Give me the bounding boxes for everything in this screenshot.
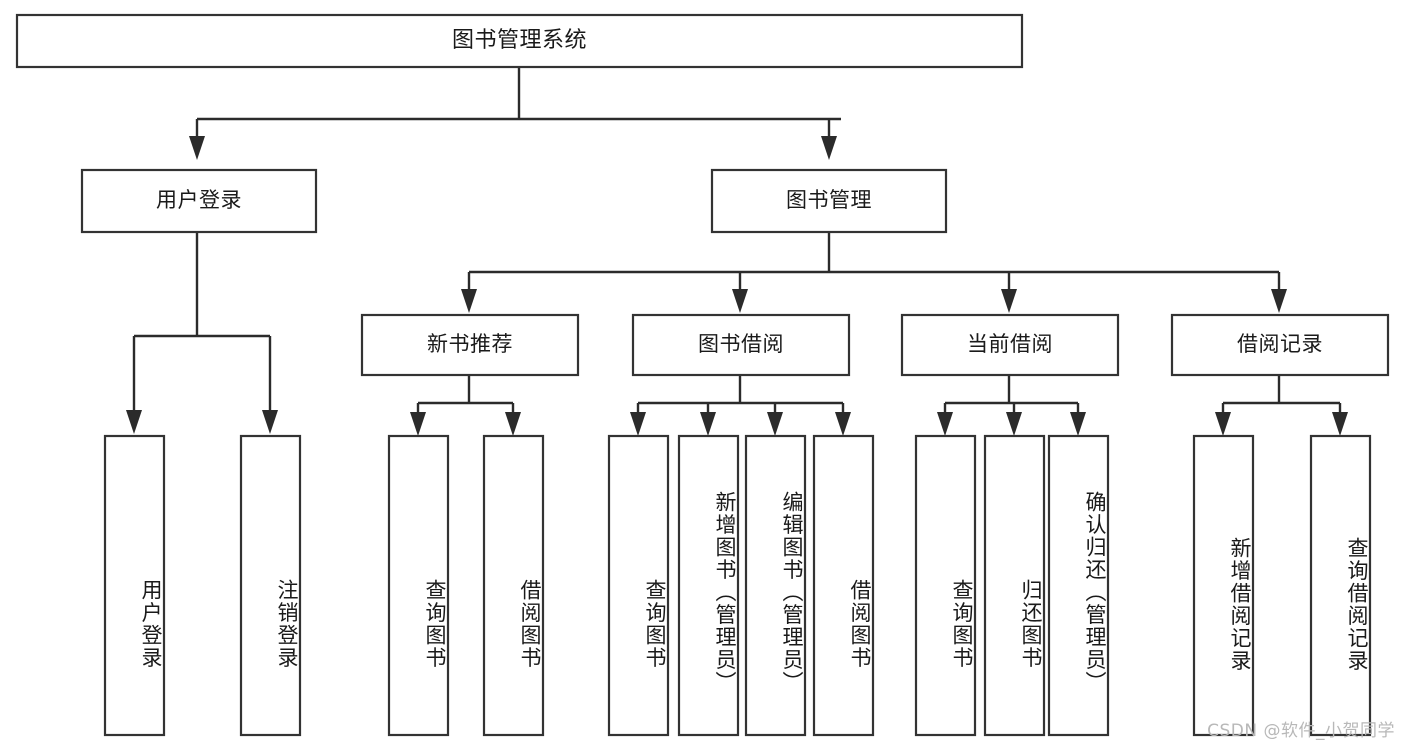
arrowhead-leaf-cb-2: [1006, 412, 1022, 436]
arrowhead-leaf-cb-1: [937, 412, 953, 436]
arrowhead-borrow-record: [1271, 289, 1287, 313]
arrowhead-leaf-br-2: [1332, 412, 1348, 436]
watermark-csdn: CSDN @软件_小贺同学: [1207, 721, 1395, 741]
node-box-user-login[interactable]: [80, 168, 318, 234]
node-box-book-borrow[interactable]: [631, 313, 851, 377]
connectors-user-login-to-leaves: [126, 232, 278, 434]
arrowhead-leaf-bb-2: [700, 412, 716, 436]
arrowhead-book-borrow: [732, 289, 748, 313]
connectors-borrow-record-to-leaves: [1215, 375, 1348, 436]
arrowhead-leaf-br-1: [1215, 412, 1231, 436]
node-box-leaf-nb-query[interactable]: [387, 434, 450, 737]
node-box-root[interactable]: [15, 13, 1024, 69]
arrowhead-user-login: [189, 136, 205, 160]
connectors-current-borrow-to-leaves: [937, 375, 1086, 436]
node-box-book-mgmt[interactable]: [710, 168, 948, 234]
node-box-leaf-cb-query[interactable]: [914, 434, 977, 737]
node-box-current-borrow[interactable]: [900, 313, 1120, 377]
arrowhead-leaf-bb-3: [767, 412, 783, 436]
arrowhead-book-mgmt: [821, 136, 837, 160]
arrowhead-leaf-nb-1: [410, 412, 426, 436]
node-box-leaf-logout[interactable]: [239, 434, 302, 737]
node-box-new-book[interactable]: [360, 313, 580, 377]
node-box-leaf-bb-query[interactable]: [607, 434, 670, 737]
node-box-leaf-br-add[interactable]: [1192, 434, 1255, 737]
node-box-leaf-bb-borrow[interactable]: [812, 434, 875, 737]
arrowhead-leaf-bb-4: [835, 412, 851, 436]
node-box-leaf-cb-confirm[interactable]: [1047, 434, 1110, 737]
arrowhead-leaf-cb-3: [1070, 412, 1086, 436]
node-box-leaf-user-login[interactable]: [103, 434, 166, 737]
node-box-leaf-cb-return[interactable]: [983, 434, 1046, 737]
node-box-leaf-bb-edit[interactable]: [744, 434, 807, 737]
arrowhead-leaf-user-login: [126, 410, 142, 434]
connectors-book-borrow-to-leaves: [630, 375, 851, 436]
node-box-leaf-bb-add[interactable]: [677, 434, 740, 737]
arrowhead-current-borrow: [1001, 289, 1017, 313]
arrowhead-new-book: [461, 289, 477, 313]
arrowhead-leaf-logout: [262, 410, 278, 434]
arrowhead-leaf-nb-2: [505, 412, 521, 436]
node-box-leaf-br-query[interactable]: [1309, 434, 1372, 737]
connectors-book-mgmt-to-level3: [461, 232, 1287, 313]
connectors-new-book-to-leaves: [410, 375, 521, 436]
node-box-borrow-record[interactable]: [1170, 313, 1390, 377]
arrowhead-leaf-bb-1: [630, 412, 646, 436]
connectors-root-to-level2: [189, 67, 841, 160]
node-box-leaf-nb-borrow[interactable]: [482, 434, 545, 737]
